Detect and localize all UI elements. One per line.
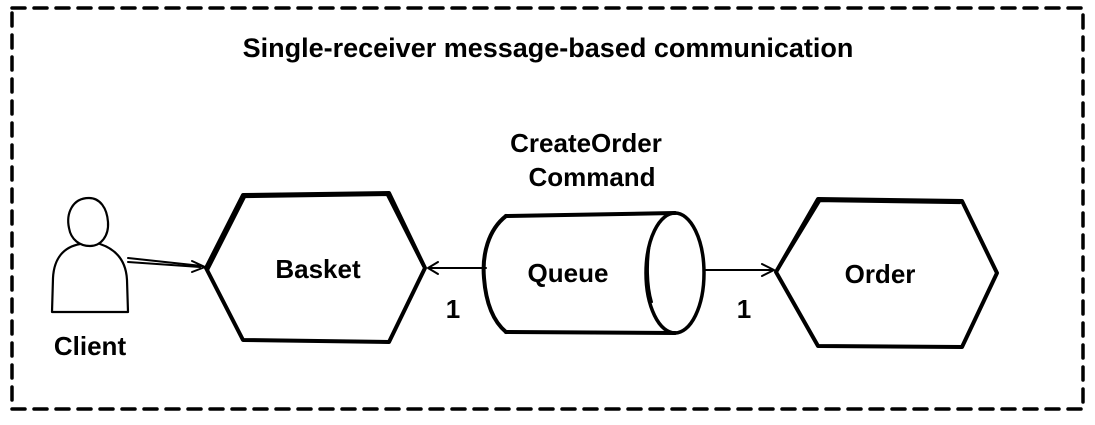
basket-multiplicity: 1 xyxy=(446,294,460,324)
client-label: Client xyxy=(54,331,127,361)
order-label: Order xyxy=(845,259,916,289)
message-name-line-1: CreateOrder xyxy=(510,128,662,158)
queue-label: Queue xyxy=(528,258,609,288)
diagram-title: Single-receiver message-based communicat… xyxy=(243,33,854,63)
order-multiplicity: 1 xyxy=(737,294,751,324)
basket-service xyxy=(204,191,427,344)
queue-cylinder xyxy=(481,211,706,335)
queue-to-basket-arrow xyxy=(427,261,487,275)
user-icon xyxy=(50,196,130,314)
message-name-line-2: Command xyxy=(528,162,655,192)
client-to-basket-arrow xyxy=(127,257,206,273)
boundary-frame xyxy=(10,6,1085,411)
order-service xyxy=(774,197,999,349)
queue-to-order-arrow xyxy=(703,263,775,277)
basket-label: Basket xyxy=(275,254,361,284)
